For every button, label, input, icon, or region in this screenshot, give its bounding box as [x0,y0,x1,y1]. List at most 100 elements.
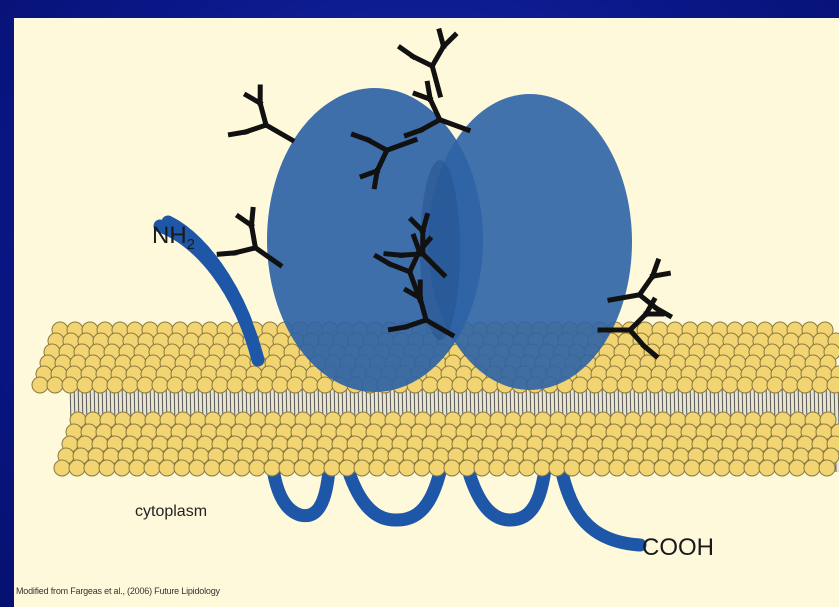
glycan-branch [400,45,413,59]
lipid-head [137,377,153,393]
lipid-head [744,460,760,476]
lipid-head [662,377,678,393]
lipid-head [467,377,483,393]
lipid-head [617,377,633,393]
lipid-head [767,377,783,393]
lipid-head [309,460,325,476]
lipid-head [257,377,273,393]
lipid-head [549,460,565,476]
lipid-head [729,460,745,476]
lipid-head [54,460,70,476]
lipid-head [692,377,708,393]
lipid-head [489,460,505,476]
glycan-branch [252,103,274,125]
lipid-head [302,377,318,393]
lipid-head [812,377,828,393]
lipid-head [174,460,190,476]
lipid-head [579,460,595,476]
lipid-head [369,460,385,476]
lipid-head [647,377,663,393]
glycan-stem [432,66,440,95]
lipid-head [84,460,100,476]
lipid-head [384,460,400,476]
c-terminus-label: COOH [642,534,714,562]
lipid-head [789,460,805,476]
lipid-head [804,460,820,476]
lipid-head [587,377,603,393]
lipid-head [287,377,303,393]
lipid-head [152,377,168,393]
lipid-head [399,460,415,476]
lipid-head [602,377,618,393]
lipid-head [677,377,693,393]
lipid-head [144,460,160,476]
lipid-head [272,377,288,393]
source-credit: Modified from Fargeas et al., (2006) Fut… [16,586,220,596]
glycan-stem [266,125,292,140]
lipid-head [264,460,280,476]
cytoplasm-label: cytoplasm [135,503,207,521]
lipid-head [47,377,63,393]
lipid-head [92,377,108,393]
lipid-head [122,377,138,393]
lipid-head [339,460,355,476]
lipid-head [414,460,430,476]
lipid-head [317,377,333,393]
n-terminus-label: NH2 [152,222,195,253]
lipid-head [429,460,445,476]
lipid-head [474,460,490,476]
lipid-head [294,460,310,476]
lipid-head [639,460,655,476]
lipid-head [714,460,730,476]
lipid-head [759,460,775,476]
lipid-head [564,460,580,476]
lipid-head [797,377,813,393]
lipid-head [182,377,198,393]
lipid-head [234,460,250,476]
lipid-head [227,377,243,393]
lipid-head [204,460,220,476]
lipid-head [354,460,370,476]
lipid-head [249,460,265,476]
lipid-head [684,460,700,476]
lipid-head [422,377,438,393]
lipid-head [159,460,175,476]
lipid-head [737,377,753,393]
lipid-head [242,377,258,393]
lipid-head [654,460,670,476]
lipid-head [197,377,213,393]
lipid-head [452,377,468,393]
glycan-branch [219,246,235,261]
lipid-head [699,460,715,476]
lipid-head [437,377,453,393]
lipid-head [114,460,130,476]
lipid-head [504,460,520,476]
lipid-head [782,377,798,393]
glycan-branch [231,126,246,141]
lipid-head [99,460,115,476]
lipid-head [77,377,93,393]
lipid-head [107,377,123,393]
glycan-branch [413,52,432,70]
lipid-head [189,460,205,476]
lipid-head [827,377,839,393]
lipid-head [572,377,588,393]
lipid-head [69,460,85,476]
lipid-head [219,460,235,476]
lipid-head [129,460,145,476]
lipid-head [752,377,768,393]
lower-leaflet-heads [54,412,839,476]
lipid-head [32,377,48,393]
lipid-head [632,377,648,393]
lipid-head [279,460,295,476]
glycan [399,27,469,101]
lipid-head [519,460,535,476]
lipid-head [534,460,550,476]
lipid-head [459,460,475,476]
lipid-head [594,460,610,476]
lipid-head [62,377,78,393]
glycan-branch [242,226,264,248]
lipid-head [819,460,835,476]
lipid-head [324,460,340,476]
